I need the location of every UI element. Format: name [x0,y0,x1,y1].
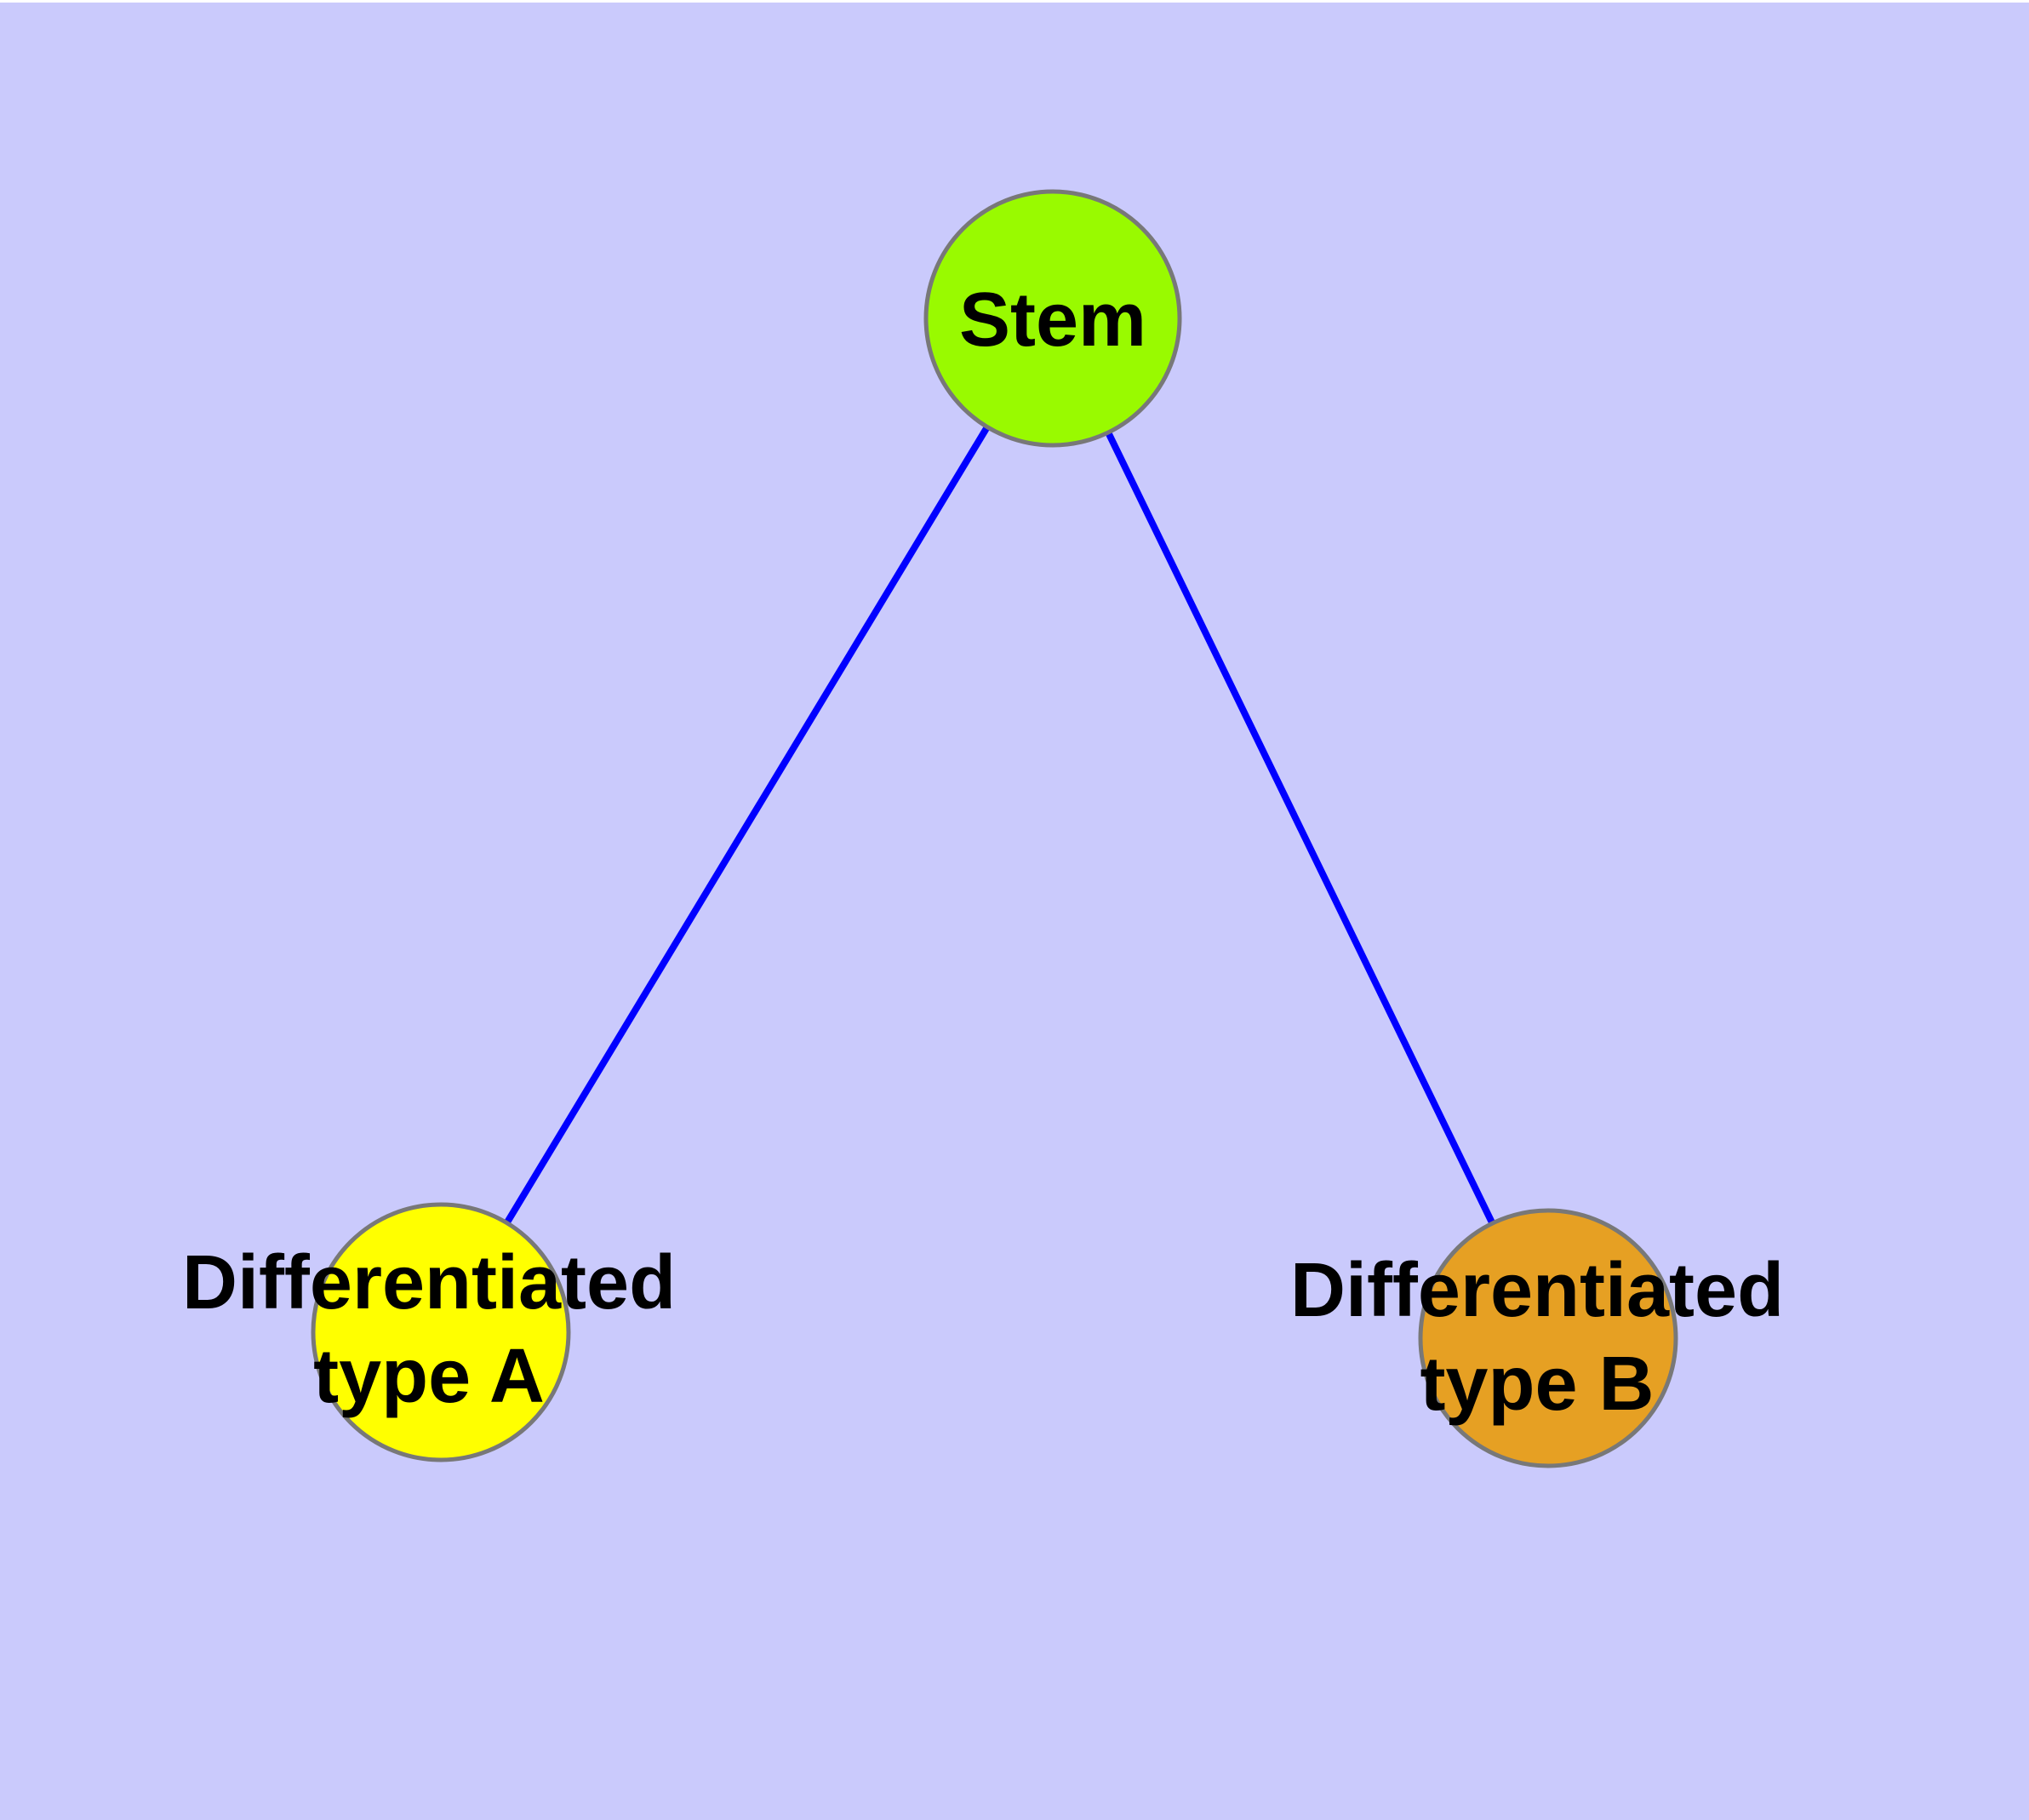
top-edge-strip [0,0,2029,3]
edge-stem-to-type-b [1049,317,1552,1340]
edge-stem-to-type-a [437,316,1056,1335]
node-differentiated-type-a [311,1202,571,1462]
node-stem [923,189,1182,448]
node-differentiated-type-b [1418,1208,1678,1468]
